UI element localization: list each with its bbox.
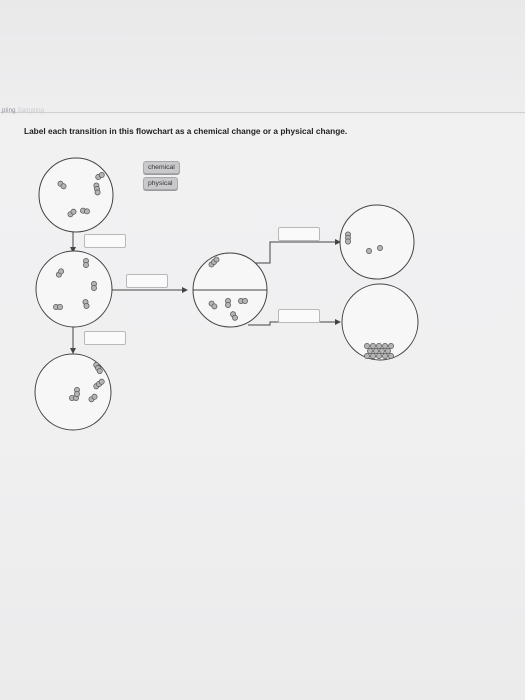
drop-target-transition-2-4[interactable] (126, 274, 168, 288)
state-circle-2 (35, 250, 113, 328)
drop-target-transition-4-5[interactable] (278, 227, 320, 241)
drop-target-transition-2-3[interactable] (84, 331, 126, 345)
state-circle-1 (38, 157, 114, 233)
connector-4-5 (248, 239, 341, 264)
breadcrumb: pling Sampling (2, 108, 44, 114)
choice-chemical[interactable]: chemical (143, 161, 180, 174)
drop-target-transition-4-6[interactable] (278, 309, 320, 323)
breadcrumb-right: Sampling (17, 108, 45, 114)
breadcrumb-left: pling (2, 108, 16, 114)
state-circle-6 (341, 283, 419, 361)
toolbar-strip (0, 112, 525, 119)
state-circle-3 (34, 353, 112, 431)
choice-physical[interactable]: physical (143, 177, 178, 190)
state-circle-5 (339, 204, 415, 280)
question-prompt: Label each transition in this flowchart … (24, 126, 348, 136)
drop-target-transition-1-2[interactable] (84, 234, 126, 248)
state-circle-4 (192, 252, 268, 328)
